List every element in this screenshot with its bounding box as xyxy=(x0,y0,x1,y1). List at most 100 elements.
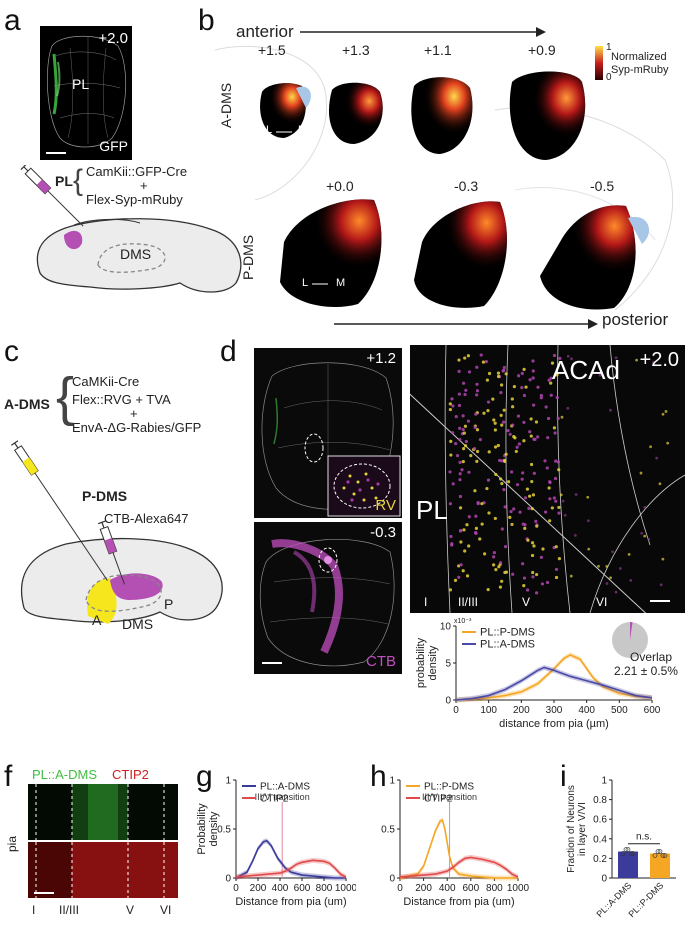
bar-datapoint xyxy=(660,853,666,858)
cell-dot xyxy=(466,419,471,423)
cell-dot xyxy=(520,477,524,481)
cell-dot xyxy=(485,486,489,491)
legend-label-1: PL::P-DMS xyxy=(480,627,535,639)
panel-h-letter: h xyxy=(370,760,387,793)
cell-dot xyxy=(457,575,461,579)
cell-dot xyxy=(557,511,561,515)
x-axis-label: distance from pia (µm) xyxy=(499,718,609,730)
cell-dot xyxy=(492,418,496,422)
cell-dot xyxy=(461,460,465,464)
cell-dot xyxy=(492,555,496,559)
x-tick-label: 0 xyxy=(397,883,403,894)
panel-e-region2: PL xyxy=(416,495,448,525)
cell-dot xyxy=(462,431,466,435)
cell-dot xyxy=(526,588,530,592)
cell-dot xyxy=(474,514,478,518)
cell-dot xyxy=(509,509,513,514)
panel-e-layer-2: II/III xyxy=(458,595,479,609)
cell-dot xyxy=(448,502,453,506)
panel-f-green-image xyxy=(28,784,178,840)
cell-dot xyxy=(550,506,554,510)
cell-dot xyxy=(510,522,514,527)
cell-dot xyxy=(522,367,526,371)
cell-dot xyxy=(463,549,467,553)
cell-dot xyxy=(458,426,462,430)
cell-dot xyxy=(500,579,504,583)
cell-dot xyxy=(640,531,644,535)
cell-dot xyxy=(472,447,477,451)
cell-dot xyxy=(493,445,498,449)
y-tick-label: 0.5 xyxy=(217,825,231,836)
cell-dot xyxy=(543,510,548,514)
x-tick-label: 500 xyxy=(611,705,628,716)
cell-dot xyxy=(450,543,454,547)
cell-dot xyxy=(453,578,458,582)
cell-dot xyxy=(496,443,500,448)
cell-dot xyxy=(491,397,495,401)
x-tick-label: 200 xyxy=(415,883,432,894)
cell-dot xyxy=(530,541,535,545)
cell-dot xyxy=(532,437,536,441)
cell-dot xyxy=(531,376,535,380)
cell-dot xyxy=(467,515,471,519)
cell-dot xyxy=(462,528,466,532)
panel-e-layer-3: V xyxy=(522,595,531,609)
cell-dot xyxy=(461,414,465,418)
cell-dot xyxy=(464,439,468,444)
panel-d-top-micrograph: +1.2 RV xyxy=(254,348,402,518)
cell-dot xyxy=(451,431,455,435)
cell-dot xyxy=(557,557,562,561)
panel-i-letter: i xyxy=(560,760,567,793)
cell-dot xyxy=(465,574,470,578)
cell-dot xyxy=(661,412,665,416)
panel-e-region1: ACAd xyxy=(552,355,620,385)
series-band-1 xyxy=(400,817,518,881)
cell-dot xyxy=(458,506,463,510)
panel-b-row2-M: M xyxy=(336,277,346,289)
cell-dot xyxy=(518,510,522,514)
panel-b-anterior: anterior xyxy=(236,22,294,41)
panel-e-layer-1: I xyxy=(424,595,428,609)
cell-dot xyxy=(618,567,622,570)
x-tick-label: 300 xyxy=(546,705,563,716)
panel-a-schematic xyxy=(20,165,242,293)
panel-b-row1-L: L xyxy=(266,124,273,136)
cell-dot xyxy=(474,526,479,530)
panel-d-bottom-micrograph: -0.3 CTB xyxy=(254,522,402,674)
cell-dot xyxy=(454,441,458,446)
cell-dot xyxy=(484,360,488,364)
bar-datapoint xyxy=(625,847,631,852)
panel-f-label2: CTIP2 xyxy=(112,767,149,782)
panel-a-micrograph: +2.0 PL GFP xyxy=(40,26,132,160)
cell-dot xyxy=(530,553,535,558)
cell-dot xyxy=(461,569,465,573)
x-tick-label: 1000 xyxy=(507,883,530,894)
cell-dot xyxy=(573,534,577,537)
panel-b-coord-7: -0.5 xyxy=(590,178,615,194)
transition-label: III/V transition xyxy=(422,792,477,802)
cell-dot xyxy=(530,507,534,511)
cell-dot xyxy=(659,583,663,587)
cell-dot xyxy=(549,393,553,397)
cell-dot xyxy=(458,494,463,499)
panel-a-virus2: Flex-Syp-mRuby xyxy=(86,192,183,207)
cell-dot xyxy=(531,575,535,579)
cell-dot xyxy=(475,449,480,454)
cell-dot xyxy=(499,477,503,481)
cell-dot xyxy=(532,471,536,475)
cell-dot xyxy=(457,369,461,374)
cell-dot xyxy=(461,381,466,385)
cell-dot xyxy=(629,578,633,582)
series-line-2 xyxy=(399,856,519,878)
panel-b-letter: b xyxy=(198,4,215,37)
cell-dot xyxy=(555,373,559,377)
cell-dot xyxy=(475,459,479,463)
cell-dot xyxy=(511,405,515,409)
x-tick-label: 0 xyxy=(453,705,459,716)
cell-dot xyxy=(506,428,510,433)
panel-a-stain: GFP xyxy=(99,138,128,154)
cell-dot xyxy=(485,378,489,382)
cell-dot xyxy=(473,489,477,493)
y-axis-label: Probability xyxy=(196,803,208,855)
